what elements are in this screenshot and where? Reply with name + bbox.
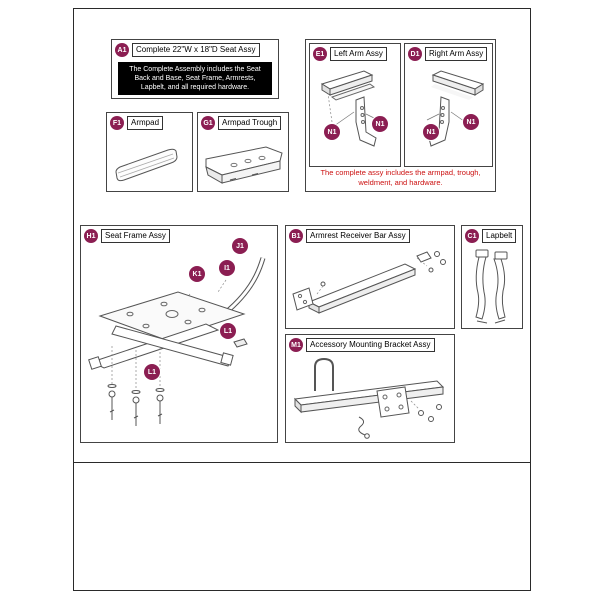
callout-n1: N1 (423, 124, 439, 140)
panel-seat-frame: H1 Seat Frame Assy (80, 225, 278, 443)
callout-n1: N1 (463, 114, 479, 130)
panel-complete-seat-assy: A1 Complete 22"W x 18"D Seat Assy The Co… (111, 39, 279, 99)
panel-title: Right Arm Assy (425, 47, 488, 61)
left-arm-illustration (312, 64, 400, 166)
panel-right-arm: D1 Right Arm Assy (404, 43, 493, 167)
panel-lapbelt: C1 Lapbelt (461, 225, 523, 329)
seat-frame-illustration (86, 250, 272, 440)
item-badge-m1: M1 (289, 338, 303, 352)
callout-l1: L1 (144, 364, 160, 380)
panel-left-arm: E1 Left Arm Assy N1 (309, 43, 401, 167)
panel-head: E1 Left Arm Assy (313, 47, 387, 61)
panel-head: D1 Right Arm Assy (408, 47, 488, 61)
item-badge-b1: B1 (289, 229, 303, 243)
armpad-illustration (110, 139, 190, 189)
panel-title: Armpad (127, 116, 164, 130)
panel-armpad: F1 Armpad (106, 112, 193, 192)
item-badge-e1: E1 (313, 47, 327, 61)
panel-title: Accessory Mounting Bracket Assy (306, 338, 435, 352)
item-badge-a1: A1 (115, 43, 129, 57)
right-arm-illustration (405, 64, 493, 166)
panel-armpad-trough: G1 Armpad Trough (197, 112, 289, 192)
panel-title: Seat Frame Assy (101, 229, 170, 243)
page-divider (73, 462, 531, 463)
panel-accessory-mounting-bracket: M1 Accessory Mounting Bracket Assy (285, 334, 455, 443)
panel-arm-assemblies: E1 Left Arm Assy N1 (305, 39, 496, 192)
mounting-bracket-illustration (289, 357, 451, 441)
lapbelt-illustration (469, 248, 515, 326)
item-badge-h1: H1 (84, 229, 98, 243)
panel-head: A1 Complete 22"W x 18"D Seat Assy (115, 43, 260, 57)
panel-head: F1 Armpad (110, 116, 164, 130)
callout-n1: N1 (372, 116, 388, 132)
panel-title: Lapbelt (482, 229, 517, 243)
callout-k1: K1 (189, 266, 205, 282)
item-badge-d1: D1 (408, 47, 422, 61)
item-badge-f1: F1 (110, 116, 124, 130)
panel-head: M1 Accessory Mounting Bracket Assy (289, 338, 435, 352)
callout-l1: L1 (220, 323, 236, 339)
panel-title: Armpad Trough (218, 116, 282, 130)
panel-title: Armrest Receiver Bar Assy (306, 229, 410, 243)
panel-head: H1 Seat Frame Assy (84, 229, 170, 243)
callout-j1: J1 (232, 238, 248, 254)
callout-n1: N1 (324, 124, 340, 140)
panel-head: C1 Lapbelt (465, 229, 517, 243)
panel-title: Left Arm Assy (330, 47, 387, 61)
item-badge-g1: G1 (201, 116, 215, 130)
item-badge-c1: C1 (465, 229, 479, 243)
panel-head: B1 Armrest Receiver Bar Assy (289, 229, 410, 243)
callout-i1: I1 (219, 260, 235, 276)
armpad-trough-illustration (200, 139, 288, 189)
receiver-bar-illustration (289, 246, 451, 326)
assembly-note: The Complete Assembly includes the Seat … (118, 62, 272, 96)
arm-assembly-note: The complete assy includes the armpad, t… (320, 168, 481, 187)
panel-title: Complete 22"W x 18"D Seat Assy (132, 43, 260, 57)
panel-armrest-receiver-bar: B1 Armrest Receiver Bar Assy (285, 225, 455, 329)
panel-head: G1 Armpad Trough (201, 116, 282, 130)
